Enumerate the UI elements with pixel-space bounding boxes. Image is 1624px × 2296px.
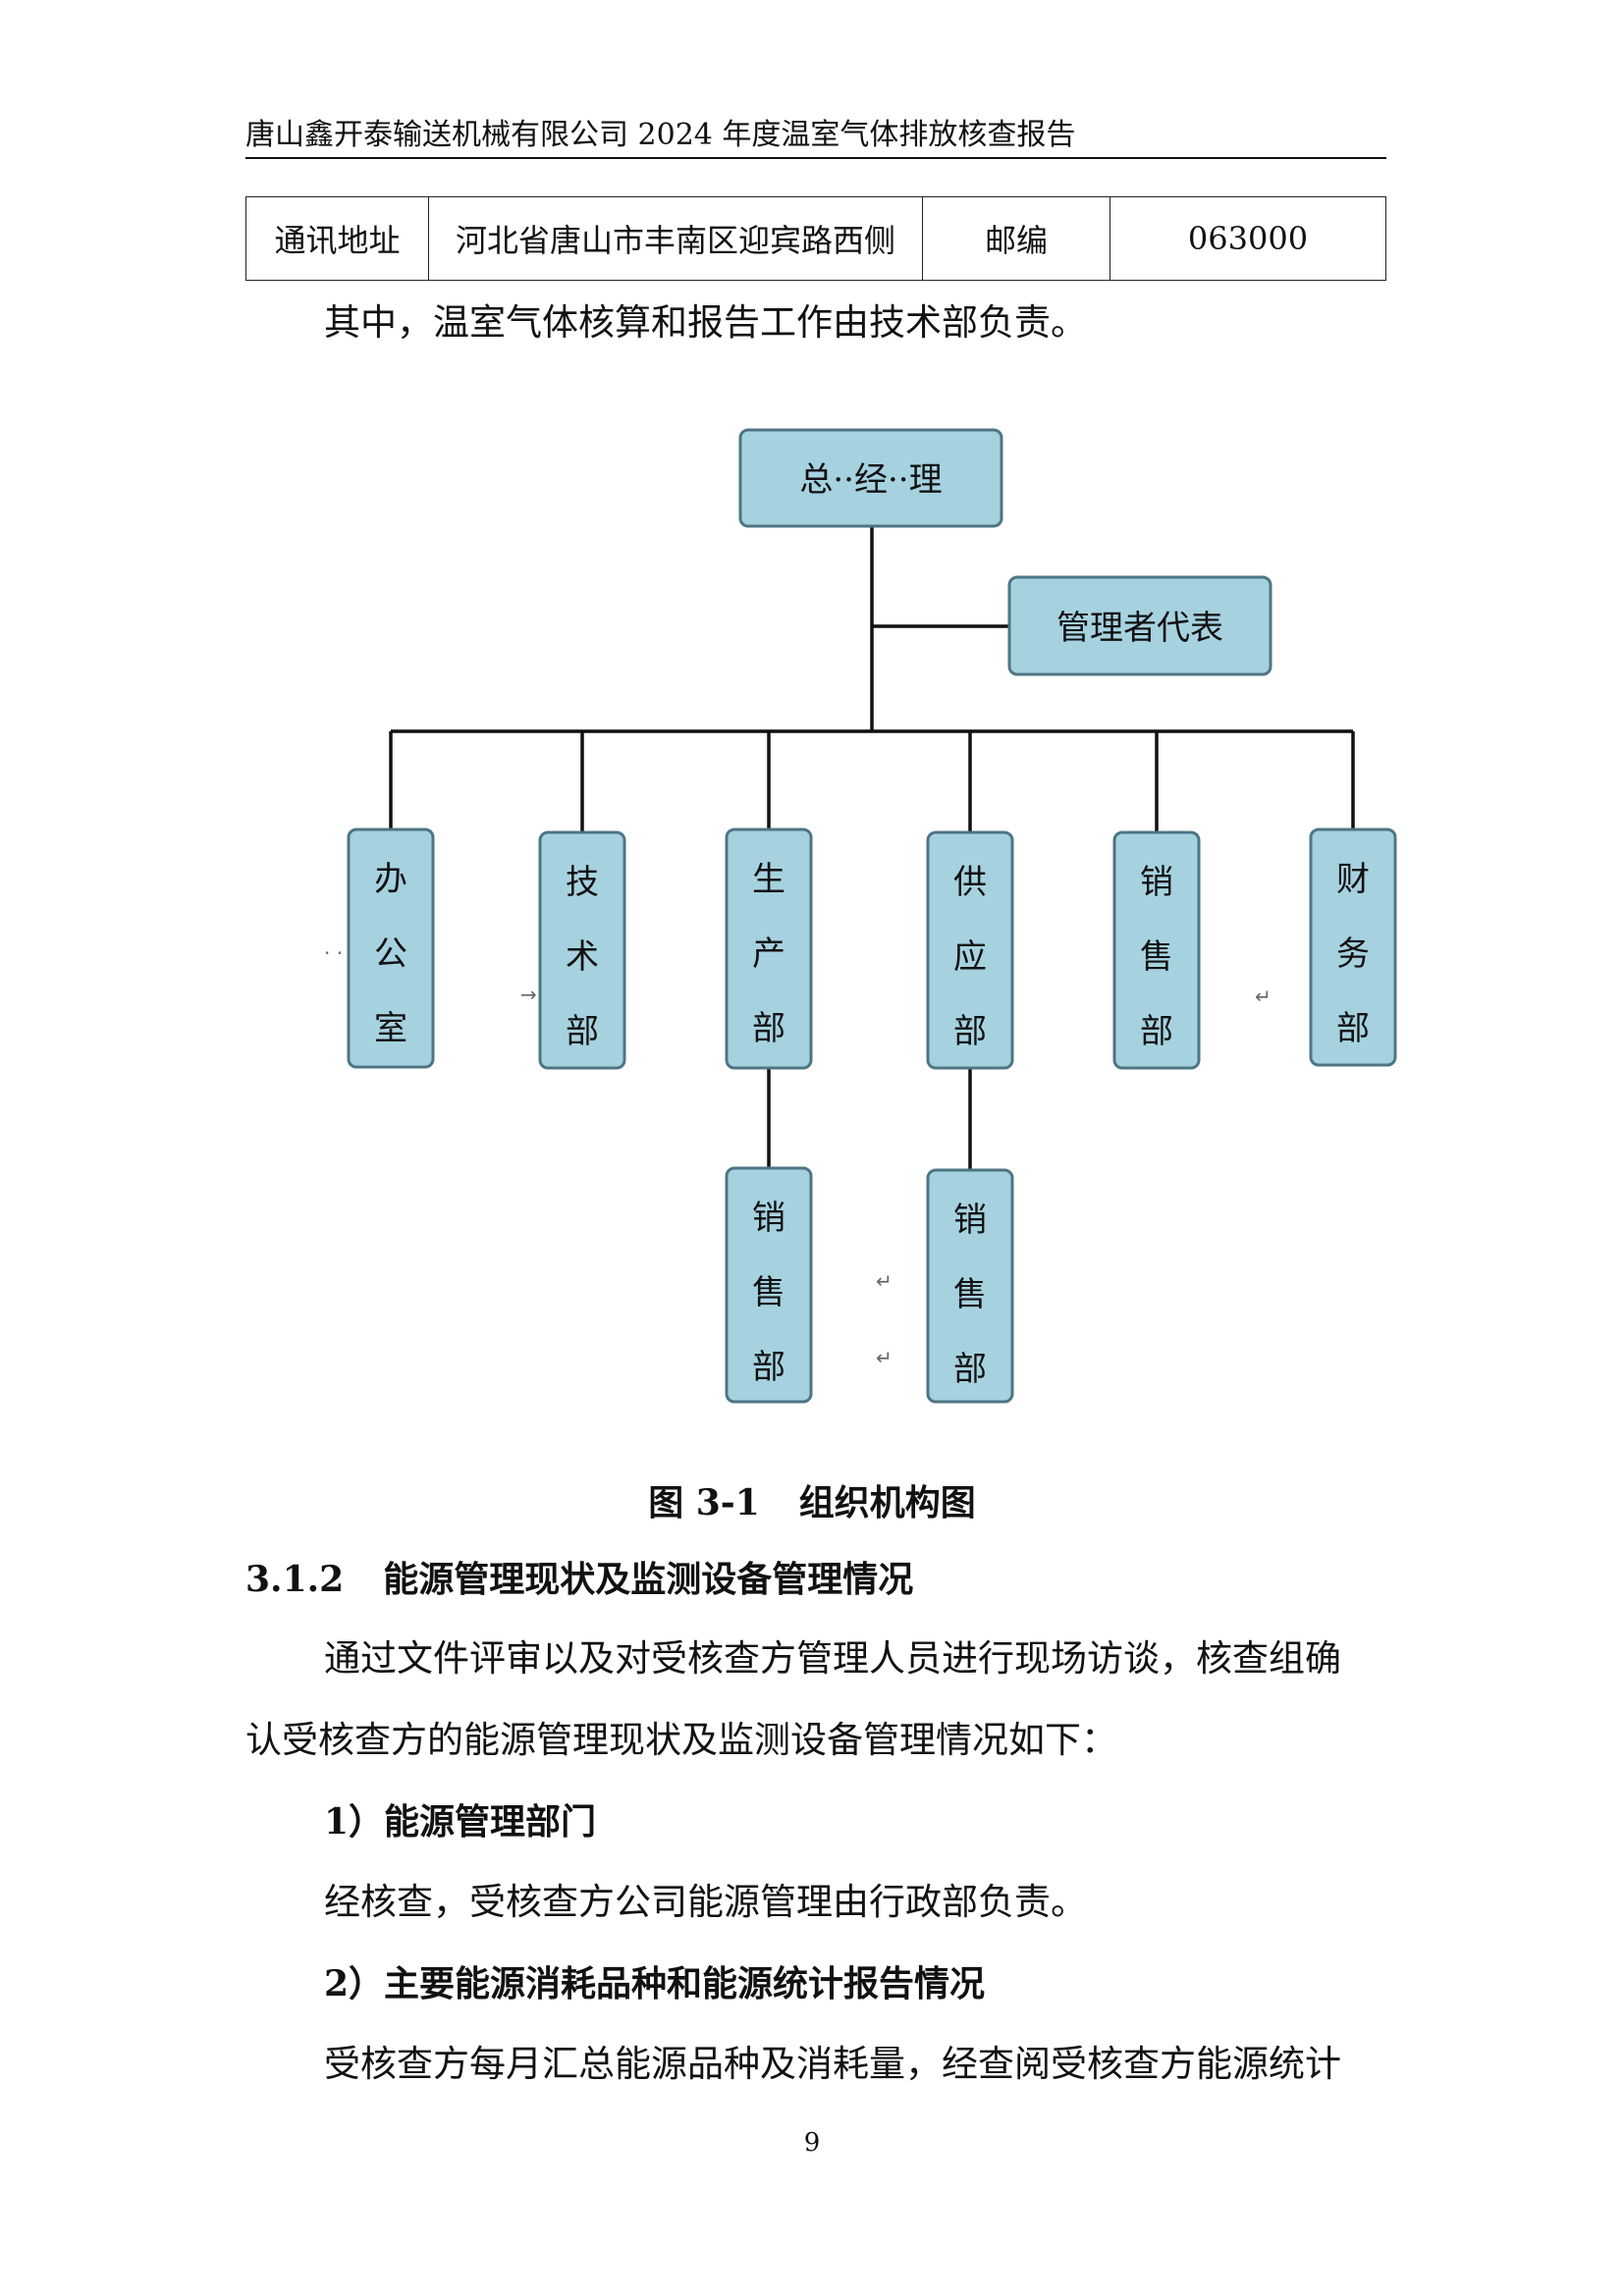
node-department-4: 供应部: [926, 830, 1014, 1070]
node-department-4-label: 供应部: [953, 863, 987, 1051]
node-department-3-label: 生产部: [752, 860, 785, 1048]
node-department-1-label: 办公室: [374, 860, 407, 1048]
node-management-rep: 管理者代表: [1007, 575, 1272, 676]
svg-text:↵: ↵: [1255, 985, 1272, 1008]
section-title: 能源管理现状及监测设备管理情况: [383, 1559, 914, 1600]
node-general-manager: 总··经··理: [738, 428, 1003, 528]
item2-heading: 2）主要能源消耗品种和能源统计报告情况: [324, 1963, 986, 2004]
node-subunit-1: 销售部: [725, 1166, 813, 1404]
svg-text:管理者代表: 管理者代表: [1056, 609, 1223, 648]
item1-text: 经核查，受核查方公司能源管理由行政部负责。: [324, 1881, 1087, 1923]
item1-heading: 1）能源管理部门: [324, 1801, 597, 1842]
header-rule: [245, 157, 1386, 159]
para1-line2: 认受核查方的能源管理现状及监测设备管理情况如下：: [245, 1719, 1117, 1761]
page-number: 9: [803, 2128, 821, 2158]
address-value: 河北省唐山市丰南区迎宾路西侧: [428, 196, 923, 281]
node-department-3: 生产部: [725, 828, 813, 1070]
info-table: 通讯地址 河北省唐山市丰南区迎宾路西侧 邮编 063000: [245, 196, 1386, 281]
edit-marks: · · → ↵ ↵ ↵: [324, 941, 1272, 1369]
node-department-5-label: 销售部: [1140, 863, 1173, 1051]
address-label: 通讯地址: [245, 196, 429, 281]
svg-text:· ·: · ·: [324, 941, 343, 965]
svg-text:↵: ↵: [876, 1269, 893, 1293]
item2-text: 受核查方每月汇总能源品种及消耗量，经查阅受核查方能源统计: [324, 2043, 1341, 2085]
node-subunit-1-label: 销售部: [752, 1199, 785, 1387]
postcode-value: 063000: [1110, 196, 1386, 281]
node-department-5: 销售部: [1112, 830, 1201, 1070]
para1-line1: 通过文件评审以及对受核查方管理人员进行现场访谈，核查组确: [324, 1637, 1341, 1680]
svg-text:总··经··理: 总··经··理: [799, 460, 942, 500]
figure-caption: 图 3-1 组织机构图: [0, 1474, 1624, 1525]
node-department-2-label: 技术部: [566, 863, 599, 1051]
svg-text:↵: ↵: [876, 1346, 893, 1369]
figure-label: 图 3-1: [648, 1482, 760, 1523]
node-department-2: 技术部: [538, 830, 626, 1070]
node-department-6-label: 财务部: [1336, 860, 1370, 1048]
section-number: 3.1.2: [245, 1559, 345, 1600]
node-subunit-2-label: 销售部: [953, 1201, 987, 1389]
table-row: 通讯地址 河北省唐山市丰南区迎宾路西侧 邮编 063000: [245, 196, 1386, 281]
postcode-label: 邮编: [922, 196, 1110, 281]
svg-text:→: →: [520, 983, 537, 1006]
section-heading: 3.1.2 能源管理现状及监测设备管理情况: [245, 1555, 1386, 1604]
org-chart-connectors: [389, 525, 1355, 1170]
node-department-6: 财务部: [1309, 828, 1397, 1067]
figure-title: 组织机构图: [798, 1482, 976, 1523]
page-header: 唐山鑫开泰输送机械有限公司 2024 年度温室气体排放核查报告: [245, 118, 1076, 152]
node-subunit-2: 销售部: [926, 1168, 1014, 1404]
intro-paragraph: 其中，温室气体核算和报告工作由技术部负责。: [324, 301, 1087, 344]
node-department-1: 办公室: [347, 828, 435, 1069]
